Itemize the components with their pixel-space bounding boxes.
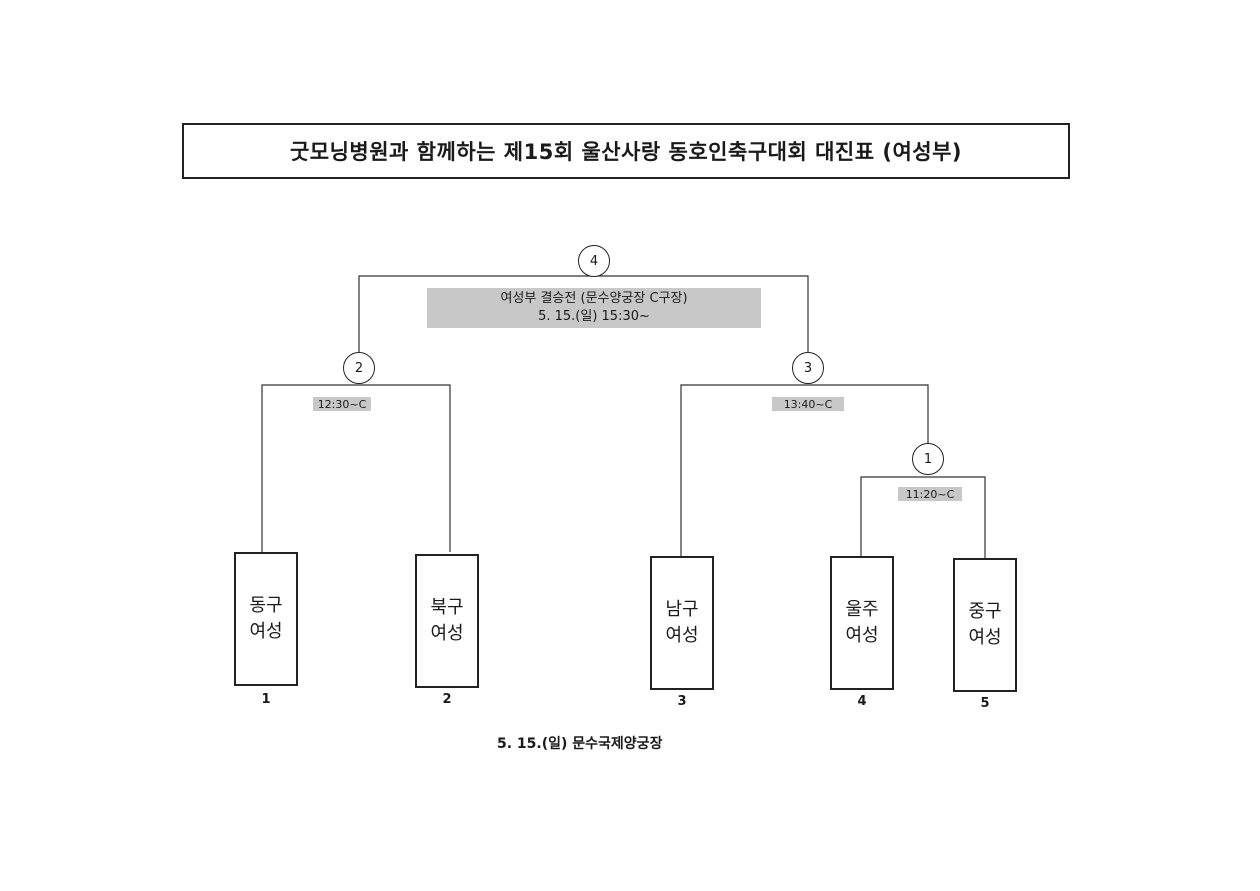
- page-title: 굿모닝병원과 함께하는 제15회 울산사랑 동호인축구대회 대진표 (여성부): [182, 123, 1070, 179]
- bracket-line-match1: [860, 476, 986, 558]
- team-division: 여성: [968, 627, 1002, 648]
- final-title: 여성부 결승전 (문수양궁장 C구장): [500, 291, 688, 306]
- team-seed: 2: [442, 692, 452, 707]
- match-1-time: 11:20~C: [898, 487, 962, 501]
- team-box: 남구 여성: [650, 556, 714, 690]
- team-division: 여성: [845, 625, 879, 646]
- team-seed: 5: [980, 696, 990, 711]
- team-name: 동구: [249, 595, 283, 616]
- team-box: 동구 여성: [234, 552, 298, 686]
- bracket-line-final: [358, 275, 809, 352]
- team-seed: 4: [857, 694, 867, 709]
- team-seed: 3: [677, 694, 687, 709]
- match-number-2: 2: [343, 352, 375, 384]
- team-box: 북구 여성: [415, 554, 479, 688]
- team-name: 울주: [845, 599, 879, 620]
- team-division: 여성: [430, 623, 464, 644]
- match-2-time: 12:30~C: [313, 397, 371, 411]
- team-name: 중구: [968, 601, 1002, 622]
- match-number-4: 4: [578, 245, 610, 277]
- match-3-time: 13:40~C: [772, 397, 844, 411]
- final-time: 5. 15.(일) 15:30~: [538, 309, 650, 324]
- venue-date-footer: 5. 15.(일) 문수국제양궁장: [497, 736, 663, 752]
- bracket-line-match3: [680, 384, 929, 556]
- final-info: 여성부 결승전 (문수양궁장 C구장) 5. 15.(일) 15:30~: [427, 288, 761, 328]
- team-name: 북구: [430, 597, 464, 618]
- team-seed: 1: [261, 692, 271, 707]
- match-number-1: 1: [912, 443, 944, 475]
- bracket-line-match2: [261, 384, 451, 552]
- team-name: 남구: [665, 599, 699, 620]
- team-division: 여성: [665, 625, 699, 646]
- team-box: 울주 여성: [830, 556, 894, 690]
- match-number-3: 3: [792, 352, 824, 384]
- team-box: 중구 여성: [953, 558, 1017, 692]
- team-division: 여성: [249, 621, 283, 642]
